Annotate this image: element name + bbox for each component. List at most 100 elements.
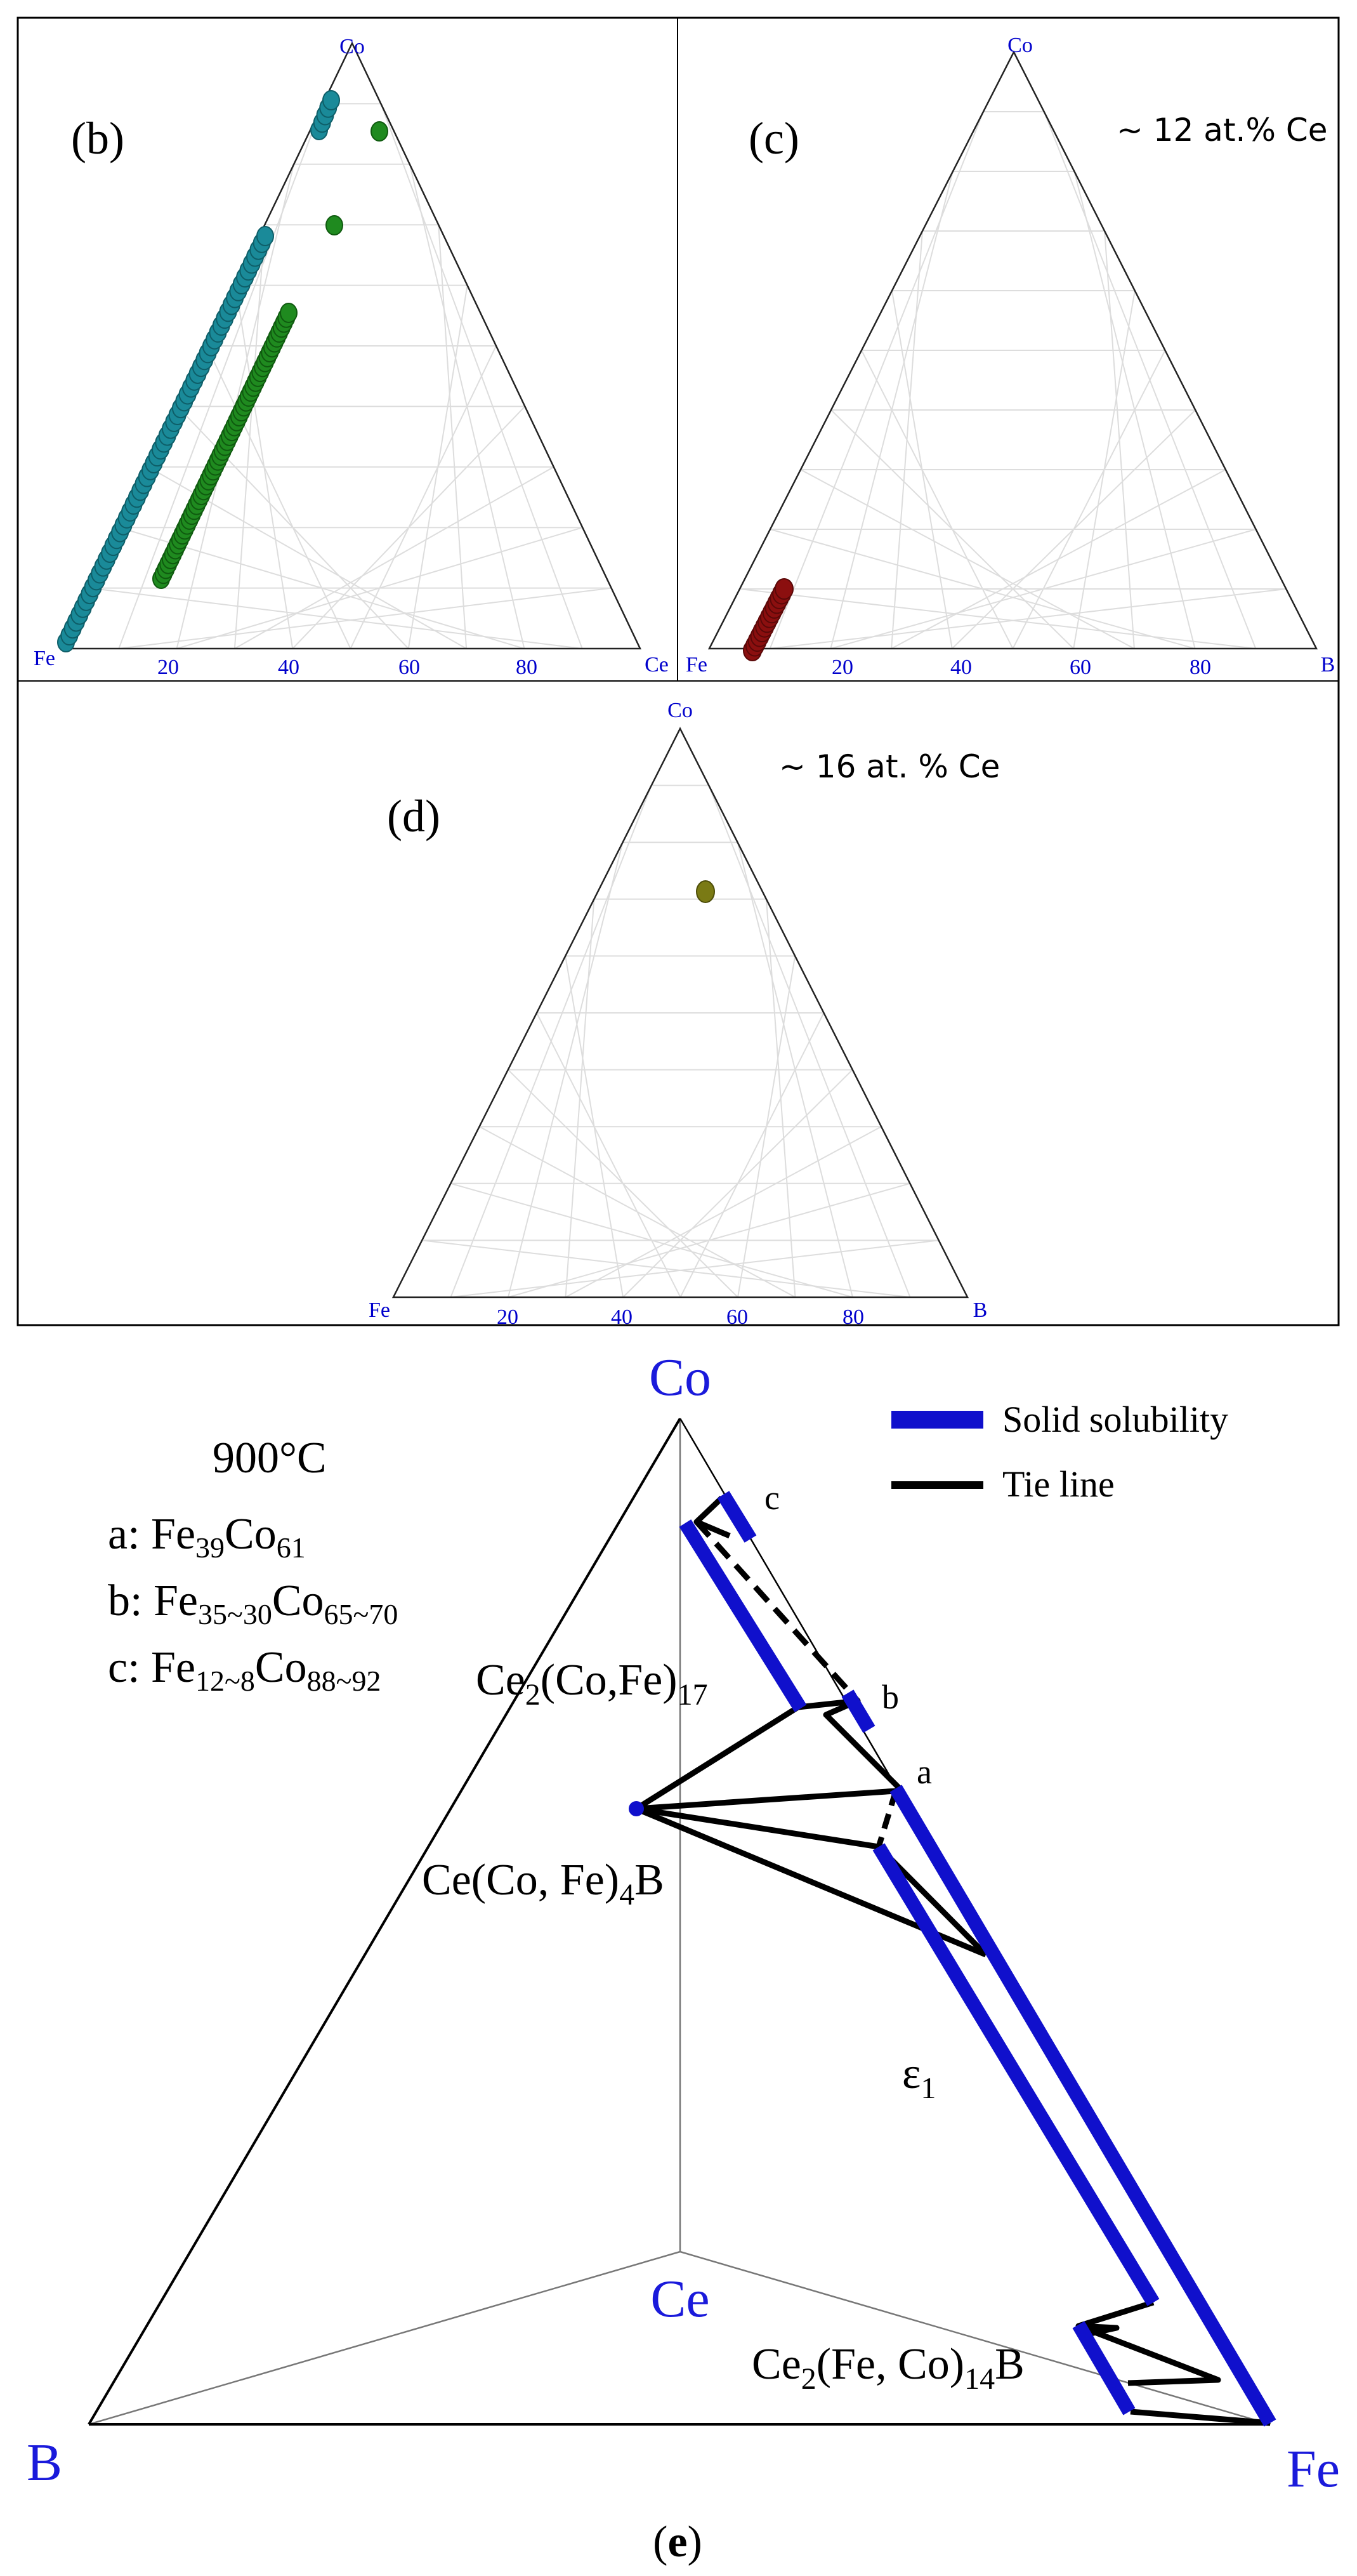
panel-b-series-teal [57, 90, 340, 652]
panel-c-note: ~ 12 at.% Ce [1117, 112, 1328, 149]
legend-tie-label: Tie line [1002, 1463, 1115, 1505]
panel-b-tick: 80 [516, 656, 537, 679]
panel-c-tick: 80 [1190, 656, 1211, 679]
solid-solubility-band [889, 1785, 1276, 2427]
composition-a: a: Fe39Co61 [108, 1510, 306, 1564]
grid-line [508, 1069, 738, 1298]
panel-c-triangle [707, 50, 1318, 650]
grid-line [679, 1012, 825, 1298]
panel-d-vertex-left: Fe [369, 1298, 390, 1322]
grid-line [1043, 111, 1257, 649]
grid-line [830, 409, 1074, 649]
panel-d-tick: 80 [842, 1305, 864, 1329]
tie-line [636, 1806, 879, 1850]
grid-line [119, 527, 525, 649]
panel-c-vertex-left: Fe [686, 653, 707, 677]
grid-line [450, 1182, 853, 1298]
data-point [370, 121, 388, 142]
grid-line [708, 785, 911, 1298]
panel-c-series-red [743, 578, 794, 661]
tie-line-dashed [875, 1790, 899, 1848]
grid-line [739, 588, 1256, 649]
legend-solid-label: Solid solubility [1002, 1399, 1228, 1440]
panel-c-tick: 20 [832, 656, 853, 679]
ce-co-fe-4-b-point [629, 1801, 644, 1816]
tie-line [797, 1698, 902, 1791]
panel-c-tick: 40 [950, 656, 972, 679]
panel-d-vertex-top: Co [667, 699, 693, 722]
tie-line [1130, 2408, 1271, 2426]
grid-line [1073, 171, 1196, 649]
solid-solubility-band [679, 1519, 807, 1712]
point-label-a: a [917, 1753, 932, 1791]
tie-line [636, 1788, 896, 1812]
solid-solubility-band [717, 1491, 757, 1543]
grid-line [1073, 290, 1136, 649]
solid-solubility-band [841, 1689, 875, 1733]
grid-line [380, 103, 583, 649]
solid-solubility-band [872, 1843, 1160, 2306]
tie-line [634, 1705, 800, 1811]
panel-b-tick: 60 [398, 656, 420, 679]
composition-c: c: Fe12~8Co88~92 [108, 1643, 381, 1697]
panel-d-grid [422, 784, 939, 1298]
grid-line [206, 345, 351, 649]
panel-b-vertex-right: Ce [645, 653, 669, 677]
panel-e-label: (e) [653, 2518, 702, 2566]
temperature-label: 900°C [213, 1434, 327, 1483]
point-label-c: c [764, 1479, 780, 1517]
grid-line [1104, 230, 1135, 649]
panel-e-vertex-ce: Ce [650, 2269, 709, 2328]
phase-ce2-fe-co-14-b: Ce2(Fe, Co)14B [752, 2340, 1025, 2396]
panel-e-vertex-fe: Fe [1287, 2440, 1340, 2499]
panel-c: Co Fe B 20 40 60 80 (c) ~ 12 at.% Ce [686, 34, 1335, 679]
panel-d-note: ~ 16 at. % Ce [779, 748, 1000, 785]
grid-line [765, 899, 796, 1298]
grid-line [737, 842, 853, 1298]
panel-c-tick: 60 [1070, 656, 1091, 679]
solid-solubility-band [1072, 2321, 1136, 2415]
panel-e-vertex-b: B [27, 2433, 62, 2492]
panel-d-tick: 40 [611, 1305, 633, 1329]
phase-ce-co-fe-4-b: Ce(Co, Fe)4B [422, 1856, 664, 1912]
grid-line [536, 1012, 681, 1298]
panel-c-vertex-right: B [1321, 653, 1335, 677]
panel-b-label: (b) [71, 113, 124, 164]
panel-d-point [696, 880, 715, 903]
panel-c-vertex-top: Co [1007, 34, 1033, 57]
data-point [775, 578, 794, 600]
tie-line [1077, 2323, 1221, 2386]
panel-d-tick: 20 [497, 1305, 518, 1329]
panel-c-label: (c) [749, 113, 799, 164]
panel-d-label: (d) [387, 791, 440, 842]
grid-line [800, 469, 1135, 649]
grid-line [409, 164, 525, 649]
phase-ce2-co-fe-17: Ce2(Co,Fe)17 [476, 1656, 708, 1712]
panel-b-vertex-left: Fe [34, 647, 55, 670]
grid-line [407, 285, 468, 649]
grid-line [737, 956, 796, 1298]
panel-b: Co Fe Ce 20 40 60 80 (b) [34, 35, 669, 679]
phase-epsilon-1: ε1 [902, 2049, 936, 2105]
grid-line [1012, 350, 1166, 649]
grid-line [350, 345, 497, 649]
tie-lines [634, 1495, 1271, 2426]
panel-d-tick: 60 [726, 1305, 748, 1329]
solid-solubility-bands [679, 1491, 1276, 2427]
point-label-b: b [882, 1678, 899, 1716]
panel-e-vertex-co: Co [649, 1348, 711, 1407]
data-point [280, 303, 298, 323]
grid-line [479, 1126, 796, 1298]
panel-b-tick: 40 [278, 656, 299, 679]
data-point [325, 215, 343, 235]
edge-b-ce [88, 2250, 681, 2426]
edge-b-co [88, 1417, 681, 2426]
panel-b-tick: 20 [157, 656, 179, 679]
grid-line [438, 225, 468, 649]
panel-e: Co B Fe Ce 900°C a: Fe39Co61 b: Fe35~30C… [27, 1348, 1340, 2566]
panel-b-series-green [152, 121, 388, 589]
grid-line [422, 1239, 910, 1298]
panel-d-vertex-right: B [973, 1298, 988, 1322]
panel-d: Co Fe B 20 40 60 80 (d) ~ 16 at. % Ce [369, 699, 1000, 1329]
